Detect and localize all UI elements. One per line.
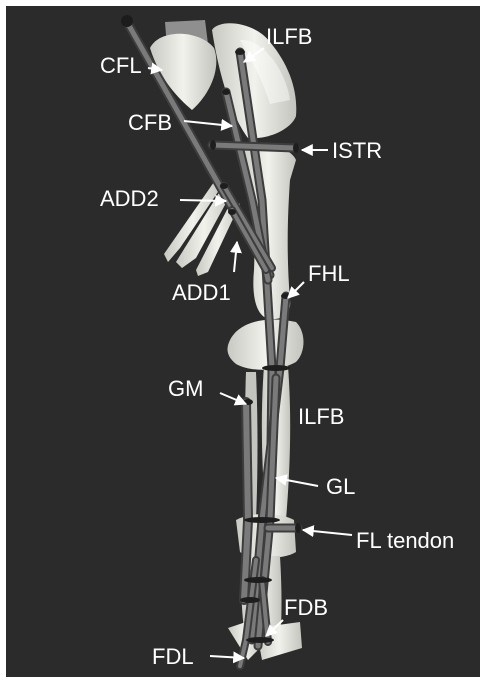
label-gm: GM [168, 376, 203, 401]
label-add2: ADD2 [100, 186, 159, 211]
arrow-add2 [180, 200, 226, 201]
label-gl: GL [326, 474, 355, 499]
muscle-gm [244, 402, 248, 600]
label-cfb: CFB [128, 110, 172, 135]
label-fhl: FHL [308, 261, 350, 286]
label-ilfb-top: ILFB [266, 24, 312, 49]
label-add1: ADD1 [172, 280, 231, 305]
label-fl-tendon: FL tendon [356, 528, 454, 553]
label-fdb: FDB [284, 595, 328, 620]
label-cfl: CFL [100, 53, 142, 78]
label-fdl: FDL [152, 644, 194, 669]
label-ilfb-mid: ILFB [298, 404, 344, 429]
label-istr: ISTR [332, 138, 382, 163]
muscle-istr [212, 145, 295, 148]
